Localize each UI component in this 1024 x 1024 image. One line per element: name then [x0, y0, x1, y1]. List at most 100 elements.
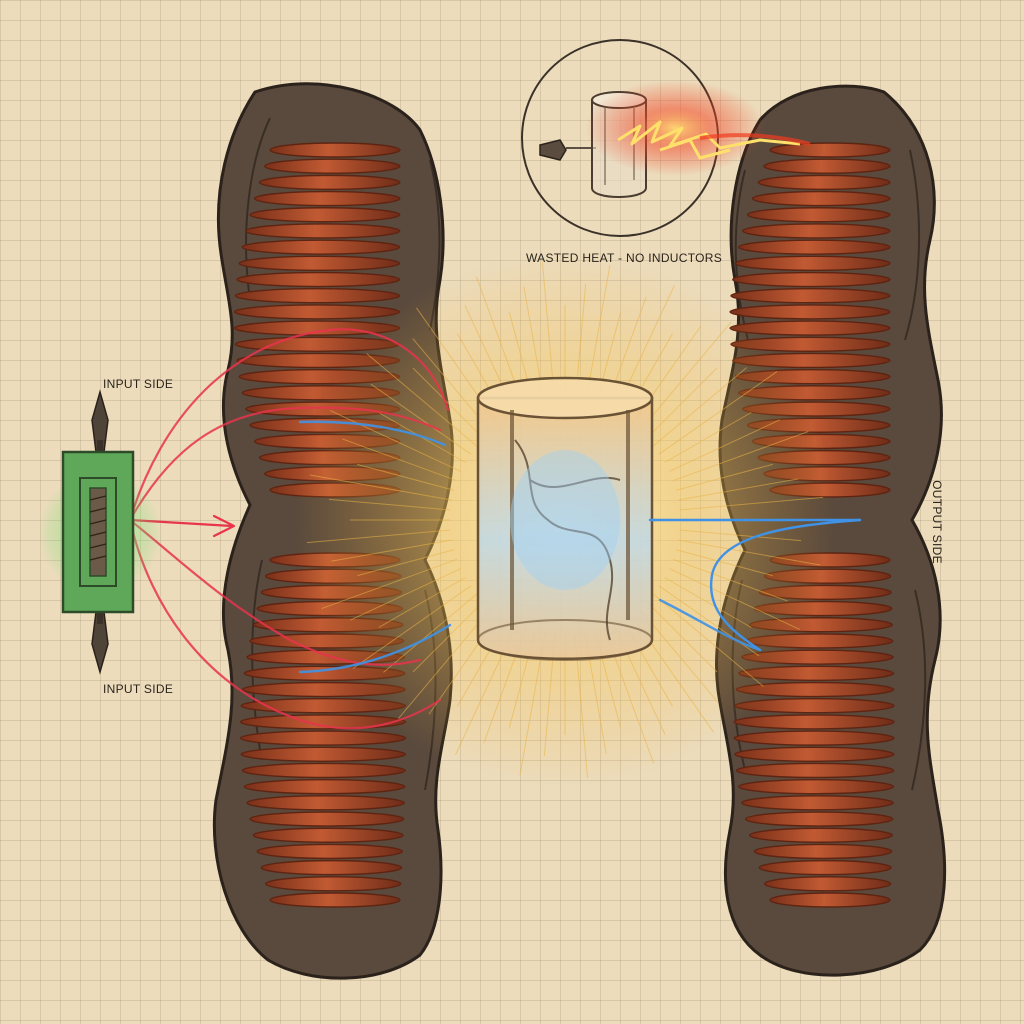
- glow-ray: [357, 463, 455, 491]
- coil-turn: [741, 795, 894, 811]
- left-inductor-casing-rim: [245, 117, 441, 791]
- coil-turn: [733, 730, 895, 746]
- glow-ray: [638, 321, 732, 433]
- glow-ray: [352, 585, 472, 669]
- glow-ray: [412, 600, 485, 673]
- coil-turn: [763, 158, 891, 174]
- core-assembly: [295, 250, 835, 790]
- coil-turn: [269, 892, 401, 908]
- heat-glow: [585, 80, 765, 176]
- glow-ray: [349, 568, 461, 621]
- spark-icon: [617, 120, 801, 160]
- coil-turn: [753, 843, 893, 860]
- coil-turn: [234, 288, 401, 304]
- coil-turn: [252, 827, 404, 843]
- coil-turn: [734, 746, 895, 762]
- glow-ray: [658, 371, 778, 455]
- coil-turn: [742, 223, 891, 239]
- coil-turn: [264, 158, 401, 174]
- glow-ray: [328, 498, 451, 511]
- glow-ray: [383, 593, 478, 673]
- coil-turn: [260, 859, 403, 876]
- coil-turn: [738, 778, 895, 795]
- coil-turn: [769, 142, 891, 158]
- coil-turn: [732, 271, 891, 288]
- coil-turn: [735, 762, 895, 779]
- glass-cylinder-icon: [476, 376, 654, 661]
- glow-ray: [675, 463, 773, 491]
- coil-turn: [733, 714, 895, 730]
- glow-ray: [675, 549, 773, 577]
- probe-connector: [539, 139, 596, 161]
- glow-ray: [370, 383, 472, 455]
- coil-turn: [769, 892, 891, 908]
- coil-turn: [233, 304, 401, 320]
- coil-turn: [241, 239, 401, 255]
- coil-turn: [763, 876, 892, 892]
- glow-ray: [678, 539, 821, 566]
- input-side-label-top: INPUT SIDE: [103, 377, 174, 391]
- core-rays: [306, 261, 824, 779]
- wasted-heat-inset: [521, 39, 811, 237]
- glow-ray: [645, 600, 718, 673]
- coil-turn: [241, 762, 406, 779]
- coil-turn: [729, 304, 891, 320]
- coil-turn: [246, 795, 406, 811]
- coil-turn: [264, 876, 402, 892]
- glow-ray: [664, 577, 752, 628]
- glow-ray: [679, 529, 802, 542]
- coil-turn: [256, 843, 404, 860]
- glow-ray: [398, 607, 492, 719]
- glow-ray: [342, 438, 458, 482]
- coil-turn: [249, 811, 405, 827]
- glow-ray: [412, 367, 485, 440]
- glow-ray: [331, 539, 452, 562]
- coil-turn: [238, 255, 401, 272]
- glow-ray: [679, 496, 824, 511]
- glow-ray: [330, 410, 461, 472]
- input-current-lines: [128, 328, 450, 730]
- coil-turn: [239, 730, 407, 746]
- glow-ray: [669, 419, 781, 472]
- glow-ray: [306, 529, 451, 544]
- coil-turn: [243, 778, 406, 795]
- glow-ray: [678, 478, 799, 501]
- output-side-label: OUTPUT SIDE: [930, 480, 944, 564]
- coil-turn: [751, 190, 891, 207]
- coil-turn: [757, 174, 891, 191]
- coil-turn: [746, 207, 891, 223]
- coil-turn: [236, 271, 401, 288]
- wasted-heat-caption: WASTED HEAT - NO INDUCTORS: [526, 251, 723, 265]
- glow-ray: [669, 568, 800, 630]
- glow-ray: [366, 353, 478, 447]
- coil-turn: [744, 811, 894, 827]
- coil-turn: [245, 223, 401, 239]
- glow-ray: [645, 367, 718, 440]
- coil-turn: [269, 142, 401, 158]
- glow-ray: [672, 430, 809, 482]
- green-capacitor-icon: [38, 389, 162, 675]
- coil-turn: [253, 190, 401, 207]
- glow-ray: [321, 558, 458, 610]
- coil-turn: [738, 239, 891, 255]
- right-inductor-casing-rim: [731, 149, 927, 791]
- coil-turn: [758, 859, 892, 876]
- coil-turn: [730, 288, 891, 304]
- coil-turn: [258, 174, 401, 191]
- coil-turn: [240, 746, 407, 762]
- glow-ray: [309, 474, 452, 501]
- coil-turn: [249, 207, 401, 223]
- glow-ray: [652, 593, 764, 687]
- coil-turn: [749, 827, 893, 843]
- glow-ray: [378, 577, 466, 628]
- output-current-lines: [298, 420, 862, 674]
- coil-turn: [734, 255, 891, 272]
- glow-ray: [652, 367, 747, 447]
- glow-ray: [664, 412, 752, 463]
- glow-ray: [672, 558, 788, 602]
- arrow-head-icon: [212, 514, 236, 538]
- glow-ray: [357, 549, 455, 577]
- input-side-label-bottom: INPUT SIDE: [103, 682, 174, 696]
